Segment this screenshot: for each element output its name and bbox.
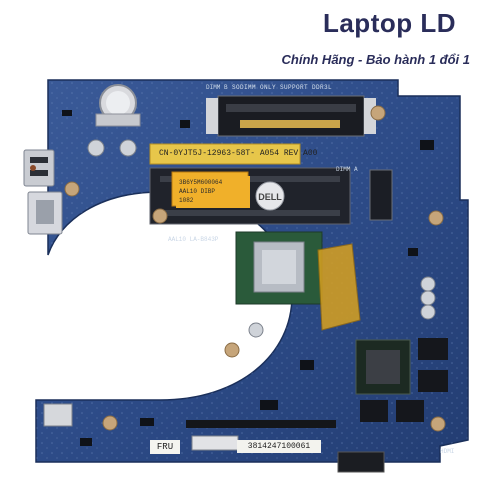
dell-logo xyxy=(255,181,285,211)
serial-line: 3B6Y5M600064 xyxy=(179,179,223,186)
vram-chip xyxy=(418,338,448,360)
m2-slot xyxy=(369,169,393,221)
sodimm-silkscreen: SODIMM ONLY SUPPORT DDR3L xyxy=(232,84,333,91)
fru-label: FRU xyxy=(150,440,180,454)
barcode-sticker-bottom: 3814247100061 xyxy=(237,440,321,453)
barcode-sticker-top: CN-0YJT5J-12963-58T- A054 REV A00 xyxy=(156,147,317,161)
dimm-b-silkscreen: DIMM B xyxy=(206,84,228,91)
model-silkscreen: AAL10 LA-B843P xyxy=(168,236,219,243)
power-connector xyxy=(337,451,385,473)
usb-port xyxy=(23,149,55,187)
shop-title: Laptop LD xyxy=(322,8,456,38)
serial-line: 1082 xyxy=(179,197,194,204)
svg-text:DELL: DELL xyxy=(258,192,282,202)
dimm-a-silkscreen: DIMM A xyxy=(336,166,358,173)
serial-sticker: 3B6Y5M600064 AAL10 DIBP 1082 xyxy=(176,176,250,208)
vram-chip xyxy=(396,400,424,422)
hdmi-silkscreen: HDMI xyxy=(440,448,455,455)
bottom-connector xyxy=(191,435,239,451)
sodimm-slot-top xyxy=(217,95,365,137)
kapton-tape xyxy=(317,243,361,331)
vram-chip xyxy=(418,370,448,392)
vram-chip xyxy=(360,400,388,422)
bottom-connector xyxy=(43,403,73,427)
serial-line: AAL10 DIBP xyxy=(179,188,216,195)
shop-subtitle: Chính Hãng - Bảo hành 1 đổi 1 xyxy=(281,52,471,67)
